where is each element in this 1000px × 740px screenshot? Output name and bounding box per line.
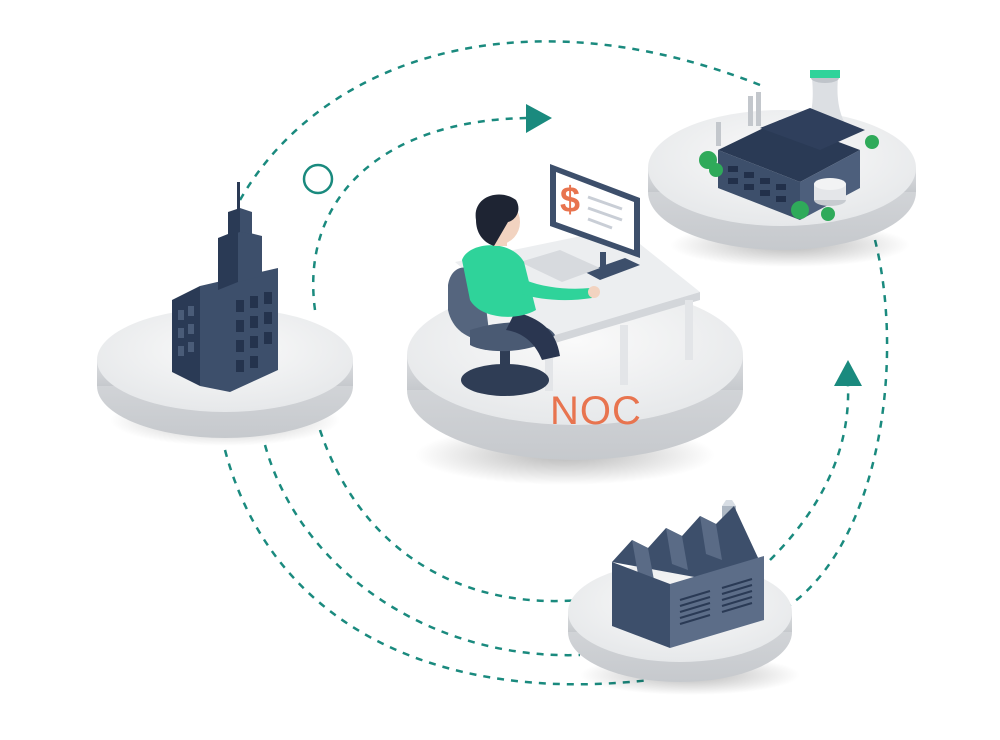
connector-lines (223, 40, 889, 686)
connector-office-to-power (238, 40, 761, 201)
connector-factory-up (769, 384, 850, 561)
operator-person-icon (462, 194, 600, 360)
arrow-up-icon (834, 360, 862, 386)
noc-node: $ (407, 164, 743, 485)
connector-office-to-factory-1 (318, 429, 581, 603)
office-node (97, 182, 353, 446)
factory-node (568, 500, 800, 695)
connector-power-to-factory (789, 239, 889, 607)
operator-workstation-icon: $ (448, 164, 700, 396)
connector-office-to-noc (312, 116, 529, 311)
power-plant-node (648, 70, 916, 267)
dollar-icon: $ (560, 179, 580, 220)
arrow-right-icon (526, 104, 552, 133)
power-plant-icon (699, 70, 879, 221)
office-tower-icon (172, 182, 278, 392)
connector-office-to-factory-3 (223, 449, 651, 686)
node-marker-circle (302, 163, 334, 195)
factory-icon (612, 500, 764, 648)
noc-label: NOC (550, 389, 642, 433)
monitor-icon: $ (550, 164, 640, 280)
